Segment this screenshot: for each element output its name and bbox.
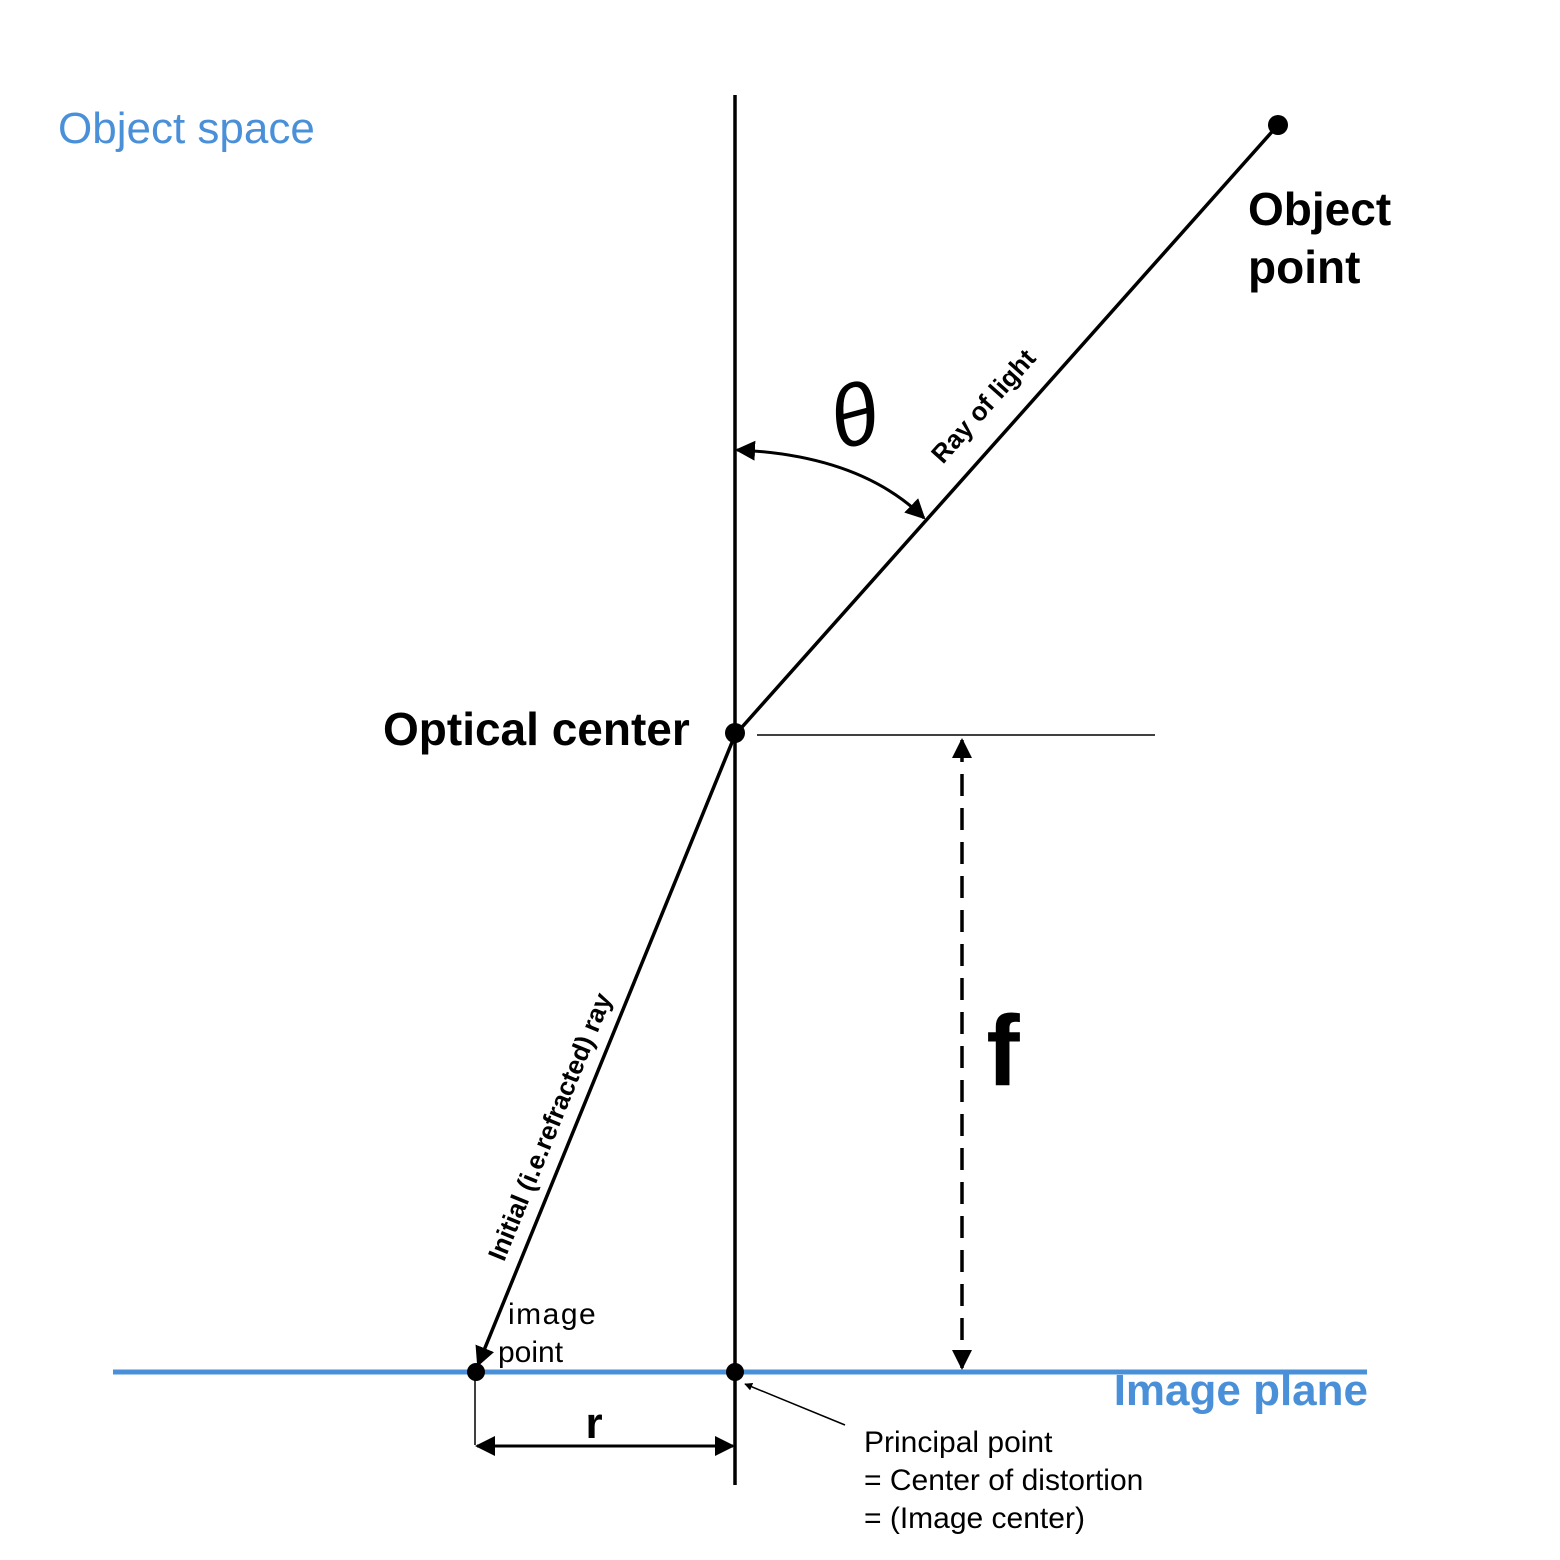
refracted-ray-label: Initial (i.e.refracted) ray xyxy=(482,988,618,1265)
refracted-ray-line xyxy=(475,734,737,1367)
principal-point-dot xyxy=(726,1363,744,1381)
principal-point-label-line1: Principal point xyxy=(864,1426,1053,1459)
focal-length-label: f xyxy=(986,995,1020,1107)
optical-center-dot xyxy=(725,723,745,743)
theta-angle-arc xyxy=(735,440,926,520)
image-point-dot xyxy=(467,1363,485,1381)
ray-of-light-line xyxy=(733,123,1280,737)
principal-point-label-line2: = Center of distortion xyxy=(864,1464,1143,1497)
principal-point-leader xyxy=(744,1383,846,1426)
object-point-label-line1: Object xyxy=(1248,183,1391,235)
image-point-label-line1: image xyxy=(508,1298,597,1331)
optical-center-label: Optical center xyxy=(383,703,690,755)
image-plane-label: Image plane xyxy=(1114,1366,1368,1415)
theta-label: θ xyxy=(819,364,889,469)
object-point-dot xyxy=(1268,115,1288,135)
radius-label: r xyxy=(585,1399,602,1448)
object-space-label: Object space xyxy=(58,104,315,153)
principal-point-label-line3: = (Image center) xyxy=(864,1502,1085,1535)
object-point-label-line2: point xyxy=(1248,241,1360,293)
image-point-label-line2: point xyxy=(498,1336,564,1369)
ray-of-light-label: Ray of light xyxy=(925,343,1042,469)
